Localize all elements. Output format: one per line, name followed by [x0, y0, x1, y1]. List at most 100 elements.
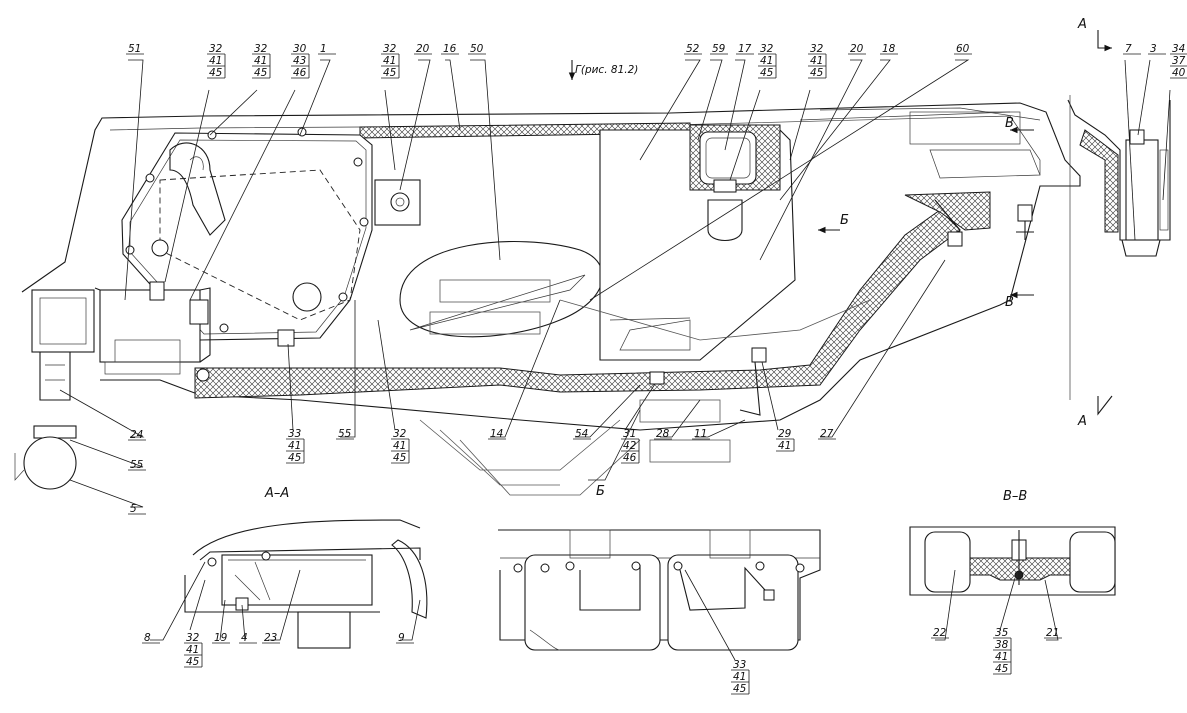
callout-number: 60: [956, 43, 970, 55]
bracket-box: [99, 289, 201, 363]
callout-number: 22: [933, 627, 947, 639]
callout-number: 16: [443, 43, 457, 55]
angled-duct: [904, 191, 991, 231]
callout-c18: 18: [880, 43, 898, 55]
floor-plate: [194, 209, 961, 399]
callout-number: 41: [810, 55, 823, 67]
view-b-title: Б: [596, 484, 605, 499]
callout-c14: 14: [488, 428, 506, 440]
section-v-mark-bottom: В: [1005, 295, 1014, 310]
callout-c27: 27: [818, 428, 836, 440]
callout-number: 3: [1150, 43, 1157, 55]
callout-number: 45: [186, 656, 200, 668]
callout-number: 31: [623, 428, 636, 440]
upper-right-panel: [909, 111, 1021, 145]
callout-c50: 50: [468, 43, 486, 55]
callout-c54: 54: [573, 428, 591, 440]
callout-number: 23: [264, 632, 277, 644]
callout-number: 38: [995, 639, 1009, 651]
callout-number: 40: [1172, 67, 1186, 79]
callout-c51: 51: [126, 43, 144, 55]
square-frame-17: [699, 131, 757, 185]
phantom-outline: [419, 299, 871, 496]
callout-c4: 4: [239, 632, 257, 644]
tab-plate: [707, 199, 743, 242]
callout-c3: 3: [1148, 43, 1166, 55]
body-outline: [21, 102, 1081, 431]
vv-left-block: [924, 531, 971, 593]
callout-number: 27: [820, 428, 834, 440]
callout-c20a: 20: [414, 43, 432, 55]
callout-number: 45: [393, 452, 407, 464]
bracket-20: [374, 179, 421, 226]
callout-number: 46: [623, 452, 637, 464]
callout-c9: 9: [396, 632, 414, 644]
callout-number: 50: [470, 43, 484, 55]
callout-number: 45: [254, 67, 268, 79]
view-b-arrow-label: Б: [840, 213, 849, 228]
callout-number: 33: [288, 428, 301, 440]
callout-c19: 19: [212, 632, 230, 644]
callout-number: 59: [712, 43, 726, 55]
callout-c22: 22: [931, 627, 949, 639]
callout-number: 45: [995, 663, 1009, 675]
callout-number: 9: [398, 632, 405, 644]
section-a-body: [1067, 99, 1171, 241]
callout-number: 42: [623, 440, 637, 452]
callout-number: 7: [1125, 43, 1132, 55]
callout-number: 20: [850, 43, 864, 55]
section-vv-title: В–В: [1003, 489, 1027, 504]
callout-number: 46: [293, 67, 307, 79]
callout-number: 55: [130, 459, 144, 471]
callout-number: 41: [995, 651, 1008, 663]
b-left-box: [524, 554, 661, 651]
callout-number: 21: [1046, 627, 1059, 639]
callout-number: 32: [186, 632, 200, 644]
floor-end-bolt: [196, 368, 210, 382]
callout-c23: 23: [262, 632, 280, 644]
callout-c20b: 20: [848, 43, 866, 55]
callout-c52: 52: [684, 43, 702, 55]
callout-number: 45: [733, 683, 747, 695]
callout-number: 41: [760, 55, 773, 67]
callout-number: 55: [338, 428, 352, 440]
callout-c8: 8: [142, 632, 160, 644]
section-vv: [909, 526, 1116, 596]
callout-number: 32: [393, 428, 407, 440]
wheel-5: [23, 436, 77, 490]
callout-c5: 5: [128, 503, 146, 515]
callout-number: 33: [733, 659, 746, 671]
callout-number: 18: [882, 43, 896, 55]
b-right-box: [667, 554, 799, 651]
reference-note: Г(рис. 81.2): [575, 64, 638, 76]
callout-number: 17: [738, 43, 752, 55]
callout-number: 19: [214, 632, 228, 644]
callout-c59: 59: [710, 43, 728, 55]
battery-terminal: [292, 282, 322, 312]
callout-number: 41: [209, 55, 222, 67]
cable-loop: [169, 142, 226, 236]
main-view: [14, 95, 1171, 496]
callout-number: 52: [686, 43, 700, 55]
callout-number: 28: [656, 428, 670, 440]
callout-c24: 24: [128, 429, 146, 441]
callout-number: 41: [186, 644, 199, 656]
section-aa-title: А–А: [264, 486, 289, 501]
labels: Г(рис. 81.2) А–А А А В–В В В Б Б: [264, 17, 1087, 504]
battery-box: [121, 132, 373, 341]
callout-number: 32: [383, 43, 397, 55]
callout-c55b: 55: [336, 428, 354, 440]
callout-number: 41: [288, 440, 301, 452]
roof-line: [799, 111, 1011, 121]
callout-c1: 1: [318, 43, 336, 55]
